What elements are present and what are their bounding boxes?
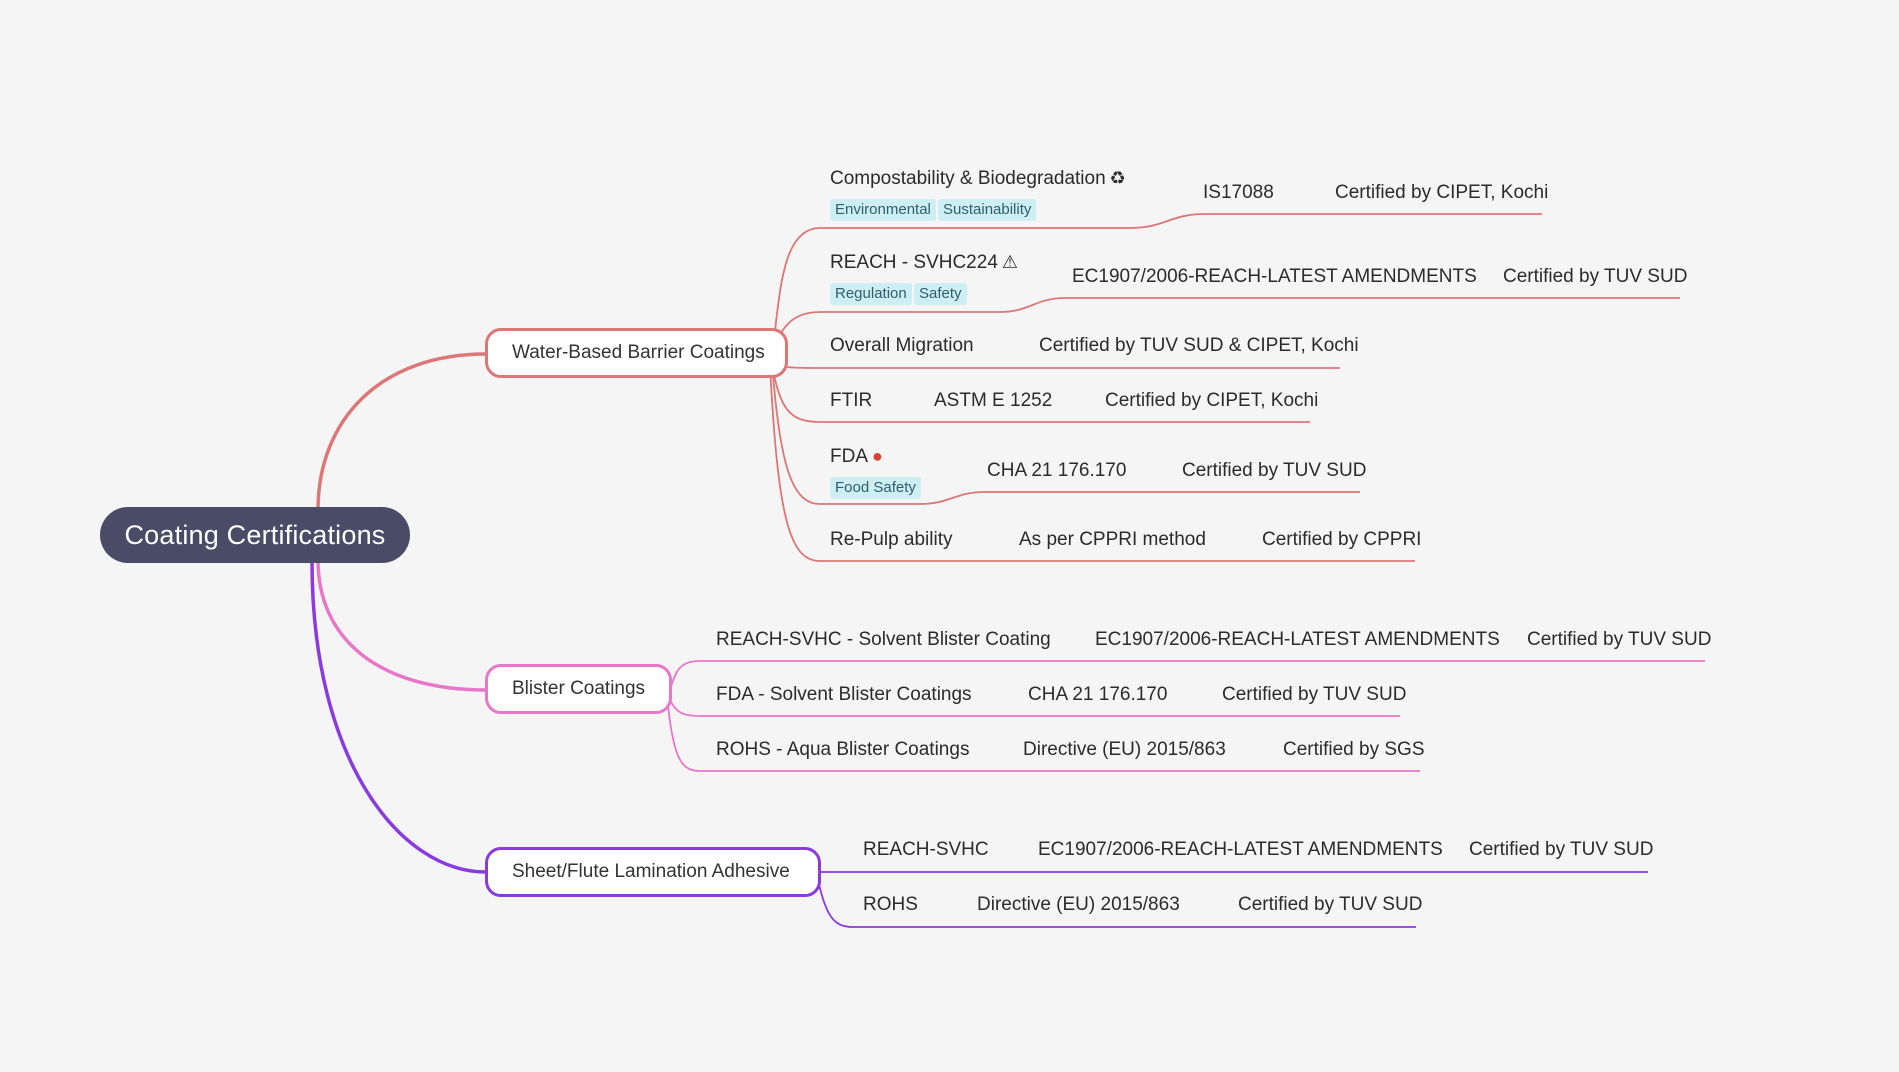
node-cha-21[interactable]: CHA 21 176.170 xyxy=(1028,684,1168,705)
node-certified-tuv[interactable]: Certified by TUV SUD xyxy=(1238,894,1423,915)
node-is17088[interactable]: IS17088 xyxy=(1203,182,1274,203)
node-certified-tuv[interactable]: Certified by TUV SUD xyxy=(1503,266,1688,287)
tag-safety: Safety xyxy=(914,283,967,305)
node-certified-tuv-cipet[interactable]: Certified by TUV SUD & CIPET, Kochi xyxy=(1039,335,1359,356)
node-certified-tuv[interactable]: Certified by TUV SUD xyxy=(1222,684,1407,705)
connector-compostability xyxy=(771,213,1542,355)
recycle-icon: ♻ xyxy=(1109,168,1126,188)
connector-repulp xyxy=(769,365,1415,562)
connector-ftir xyxy=(771,363,1310,423)
tag-regulation: Regulation xyxy=(830,283,912,305)
connector-overall-migration xyxy=(771,359,1340,369)
node-overall-migration[interactable]: Overall Migration xyxy=(830,335,974,356)
node-directive-eu[interactable]: Directive (EU) 2015/863 xyxy=(977,894,1180,915)
node-ec1907-reach[interactable]: EC1907/2006-REACH-LATEST AMENDMENTS xyxy=(1072,266,1477,287)
node-blister-fda[interactable]: FDA - Solvent Blister Coatings xyxy=(716,684,972,705)
node-certified-tuv[interactable]: Certified by TUV SUD xyxy=(1527,629,1712,650)
node-blister-rohs[interactable]: ROHS - Aqua Blister Coatings xyxy=(716,739,970,760)
node-ftir[interactable]: FTIR xyxy=(830,390,873,411)
node-label: Compostability & Biodegradation xyxy=(830,168,1106,189)
node-certified-tuv[interactable]: Certified by TUV SUD xyxy=(1182,460,1367,481)
node-directive-eu[interactable]: Directive (EU) 2015/863 xyxy=(1023,739,1226,760)
node-certified-tuv[interactable]: Certified by TUV SUD xyxy=(1469,839,1654,860)
node-repulp[interactable]: Re-Pulp ability xyxy=(830,529,953,550)
connector-lamination-rohs xyxy=(817,879,1416,928)
branch-water-based[interactable]: Water-Based Barrier Coatings xyxy=(485,328,788,378)
branch-lamination[interactable]: Sheet/Flute Lamination Adhesive xyxy=(485,847,821,897)
node-ec1907-reach[interactable]: EC1907/2006-REACH-LATEST AMENDMENTS xyxy=(1038,839,1443,860)
connector-blister-rohs xyxy=(667,705,1420,772)
node-cha-21[interactable]: CHA 21 176.170 xyxy=(987,460,1127,481)
tag-sustainability: Sustainability xyxy=(938,199,1037,221)
root-node[interactable]: Coating Certifications xyxy=(100,507,410,563)
node-certified-cipet[interactable]: Certified by CIPET, Kochi xyxy=(1335,182,1549,203)
tag-food-safety: Food Safety xyxy=(830,477,921,499)
node-certified-cppri[interactable]: Certified by CPPRI xyxy=(1262,529,1422,550)
node-label: FDA xyxy=(830,446,868,467)
connector-root-water-based xyxy=(316,352,487,511)
apple-icon: ● xyxy=(872,446,883,466)
connector-root-blister xyxy=(316,559,487,692)
node-reach-svhc224[interactable]: REACH - SVHC224⚠ xyxy=(830,251,1018,274)
node-lamination-reach-svhc[interactable]: REACH-SVHC xyxy=(863,839,989,860)
node-fda[interactable]: FDA● xyxy=(830,445,883,468)
node-cppri-method[interactable]: As per CPPRI method xyxy=(1019,529,1206,550)
node-certified-sgs[interactable]: Certified by SGS xyxy=(1283,739,1425,760)
tag-environmental: Environmental xyxy=(830,199,936,221)
node-label: REACH - SVHC224 xyxy=(830,252,998,273)
node-astm-e1252[interactable]: ASTM E 1252 xyxy=(934,390,1053,411)
node-ec1907-reach[interactable]: EC1907/2006-REACH-LATEST AMENDMENTS xyxy=(1095,629,1500,650)
warning-icon: ⚠ xyxy=(1001,252,1019,272)
node-certified-cipet[interactable]: Certified by CIPET, Kochi xyxy=(1105,390,1319,411)
connector-root-lamination xyxy=(310,561,487,874)
node-compostability[interactable]: Compostability & Biodegradation♻ xyxy=(830,167,1126,190)
branch-blister[interactable]: Blister Coatings xyxy=(485,664,672,714)
node-lamination-rohs[interactable]: ROHS xyxy=(863,894,918,915)
connector-fda xyxy=(771,363,1360,505)
connector-blister-fda xyxy=(669,699,1400,717)
node-blister-reach-svhc[interactable]: REACH-SVHC - Solvent Blister Coating xyxy=(716,629,1051,650)
